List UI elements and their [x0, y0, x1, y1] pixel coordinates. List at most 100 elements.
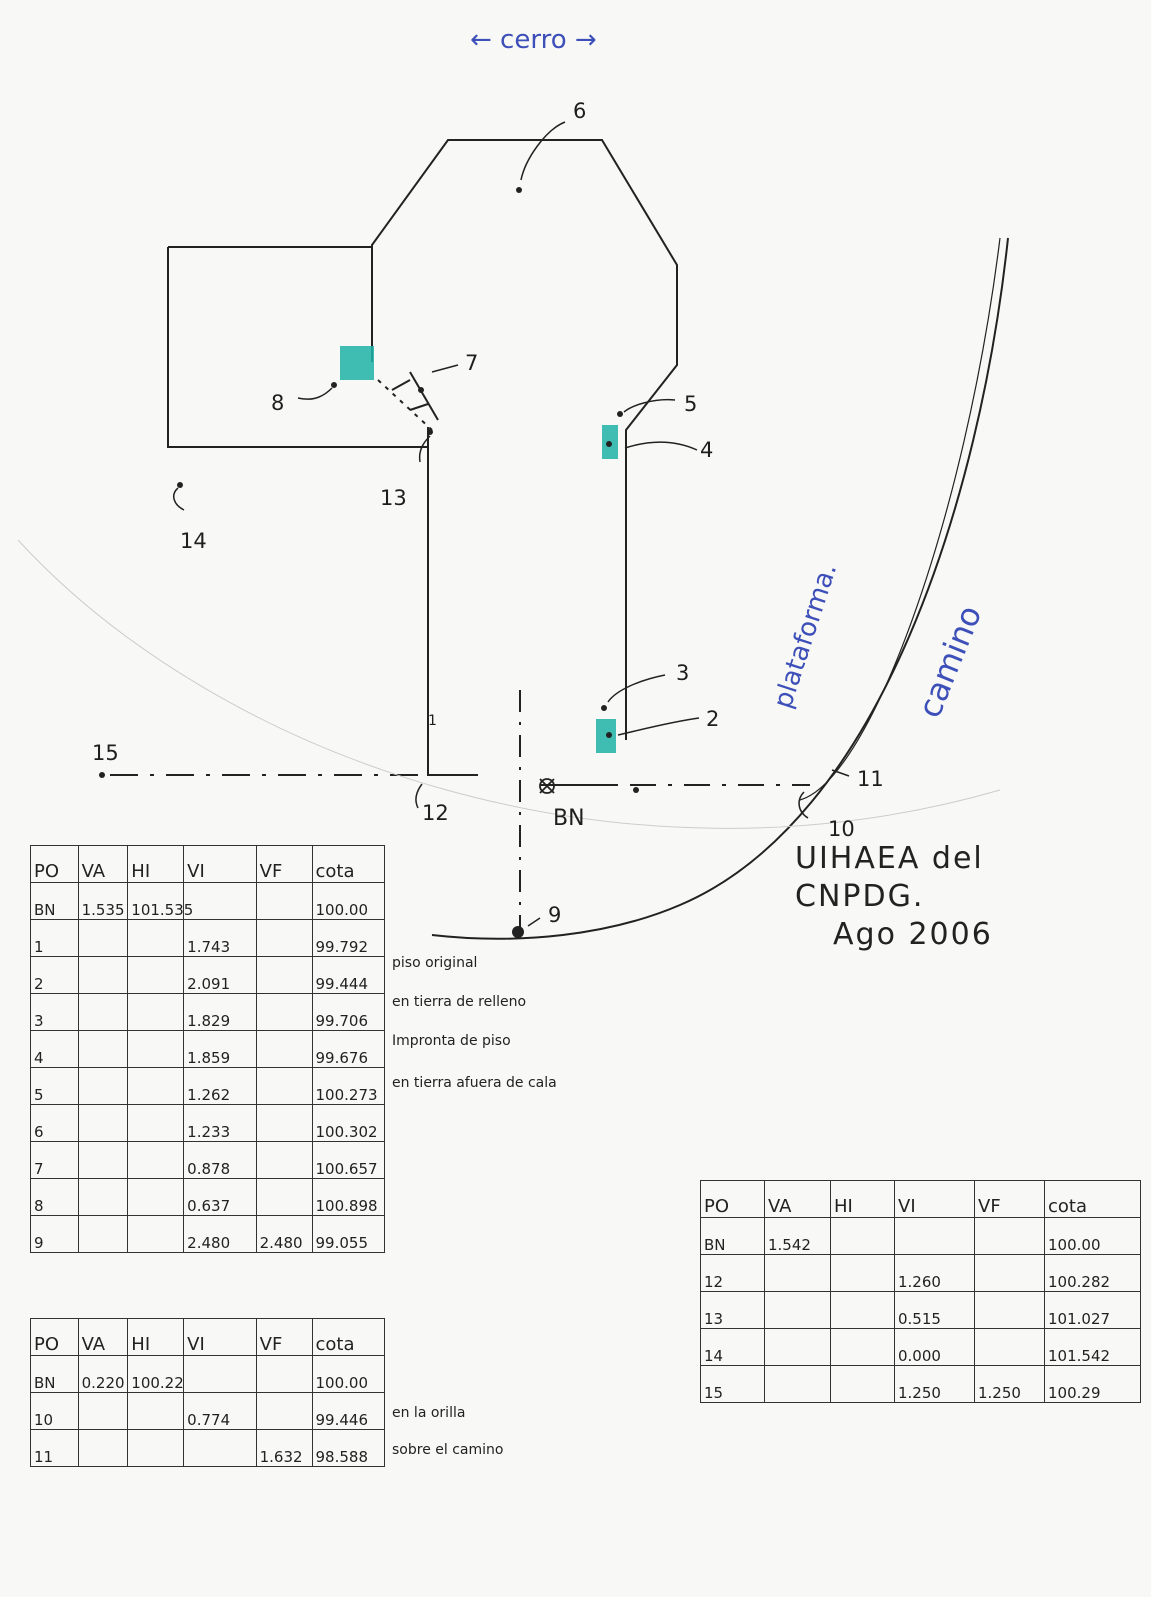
table-cell: 14	[700, 1328, 765, 1366]
note-tierra-afuera: en tierra afuera de cala	[392, 1075, 557, 1091]
table-cell: BN	[700, 1217, 765, 1255]
feature-marker-2	[596, 719, 616, 753]
table-cell	[764, 1254, 831, 1292]
table-cell	[974, 1328, 1045, 1366]
table-cell: 0.515	[894, 1291, 975, 1329]
table-cell: BN	[30, 1355, 79, 1393]
table-cell: 1.250	[894, 1365, 975, 1403]
survey-points	[99, 187, 639, 938]
table-cell: 1.632	[255, 1429, 313, 1467]
table-cell	[127, 919, 185, 957]
table-cell: 10	[30, 1392, 79, 1430]
table-cell: 100.302	[311, 1104, 386, 1142]
table-cell	[830, 1291, 895, 1329]
table1-header-cota: cota	[311, 845, 386, 883]
table-cell	[255, 1392, 313, 1430]
table-cell	[255, 956, 313, 994]
table-cell: 99.446	[311, 1392, 386, 1430]
table-cell	[183, 1429, 257, 1467]
table-cell: 0.000	[894, 1328, 975, 1366]
table-cell: 101.542	[1044, 1328, 1141, 1366]
table-cell: 100.273	[311, 1067, 386, 1105]
table-cell: 0.878	[183, 1141, 257, 1179]
title-line-2: CNPDG.	[795, 879, 925, 914]
table-cell: 100.00	[311, 882, 386, 920]
table-cell: 100.898	[311, 1178, 386, 1216]
table3-header-hi: HI	[830, 1180, 895, 1218]
table-cell: 0.220	[77, 1355, 129, 1393]
table-row: 10 0.774 99.446	[30, 1392, 386, 1430]
table-cell	[183, 882, 257, 920]
point-label-9: 9	[548, 903, 561, 927]
table-cell	[894, 1217, 975, 1255]
table2-header-vf: VF	[255, 1318, 313, 1356]
point-label-12: 12	[422, 801, 449, 825]
table-cell	[127, 1178, 185, 1216]
table-cell	[77, 1030, 129, 1068]
table-cell	[127, 993, 185, 1031]
table-cell: 101.535	[127, 882, 193, 920]
table-cell	[77, 1178, 129, 1216]
table-cell: 1	[30, 919, 79, 957]
table-cell: 2	[30, 956, 79, 994]
note-camino: sobre el camino	[392, 1442, 504, 1458]
camino-label: camino	[910, 600, 989, 723]
table-cell: 6	[30, 1104, 79, 1142]
table-cell	[127, 956, 185, 994]
table-cell: 12	[700, 1254, 765, 1292]
table1-header-vf: VF	[255, 845, 313, 883]
table-cell	[127, 1392, 185, 1430]
table-cell: 100.00	[311, 1355, 386, 1393]
table-cell: 0.637	[183, 1178, 257, 1216]
table-cell	[764, 1328, 831, 1366]
note-impronta-piso: Impronta de piso	[392, 1033, 511, 1049]
table2-header-vi: VI	[183, 1318, 257, 1356]
table-cell	[127, 1215, 185, 1253]
table-cell: 100.657	[311, 1141, 386, 1179]
table-cell	[255, 1104, 313, 1142]
table-cell: 100.00	[1044, 1217, 1141, 1255]
table-cell	[127, 1429, 185, 1467]
point-label-8: 8	[271, 391, 284, 415]
note-piso-original: piso original	[392, 955, 478, 971]
sheet-title: UIHAEA del CNPDG. Ago 2006	[795, 840, 993, 954]
table-cell: 1.535	[77, 882, 129, 920]
table-cell	[255, 1141, 313, 1179]
table3-header-po: PO	[700, 1180, 765, 1218]
table-cell: 101.027	[1044, 1291, 1141, 1329]
table-cell: 1.233	[183, 1104, 257, 1142]
table2-header-cota: cota	[311, 1318, 386, 1356]
title-line-1: UIHAEA del	[795, 841, 984, 876]
table-cell: 100.29	[1044, 1365, 1141, 1403]
note-tierra-relleno: en tierra de relleno	[392, 994, 527, 1010]
title-line-3: Ago 2006	[833, 917, 993, 952]
table-cell: 0.774	[183, 1392, 257, 1430]
table-cell: 1.829	[183, 993, 257, 1031]
table3-header-vf: VF	[974, 1180, 1045, 1218]
table-cell: BN	[30, 882, 79, 920]
feature-marker-8	[340, 346, 374, 380]
point-label-2: 2	[706, 707, 719, 731]
faint-curve	[17, 539, 1001, 829]
table-cell: 2.480	[183, 1215, 257, 1253]
point-label-10: 10	[828, 817, 855, 841]
table-cell: 2.091	[183, 956, 257, 994]
table-cell	[127, 1104, 185, 1142]
table-cell: 99.444	[311, 956, 386, 994]
note-orilla: en la orilla	[392, 1405, 466, 1421]
table-cell: 99.792	[311, 919, 386, 957]
